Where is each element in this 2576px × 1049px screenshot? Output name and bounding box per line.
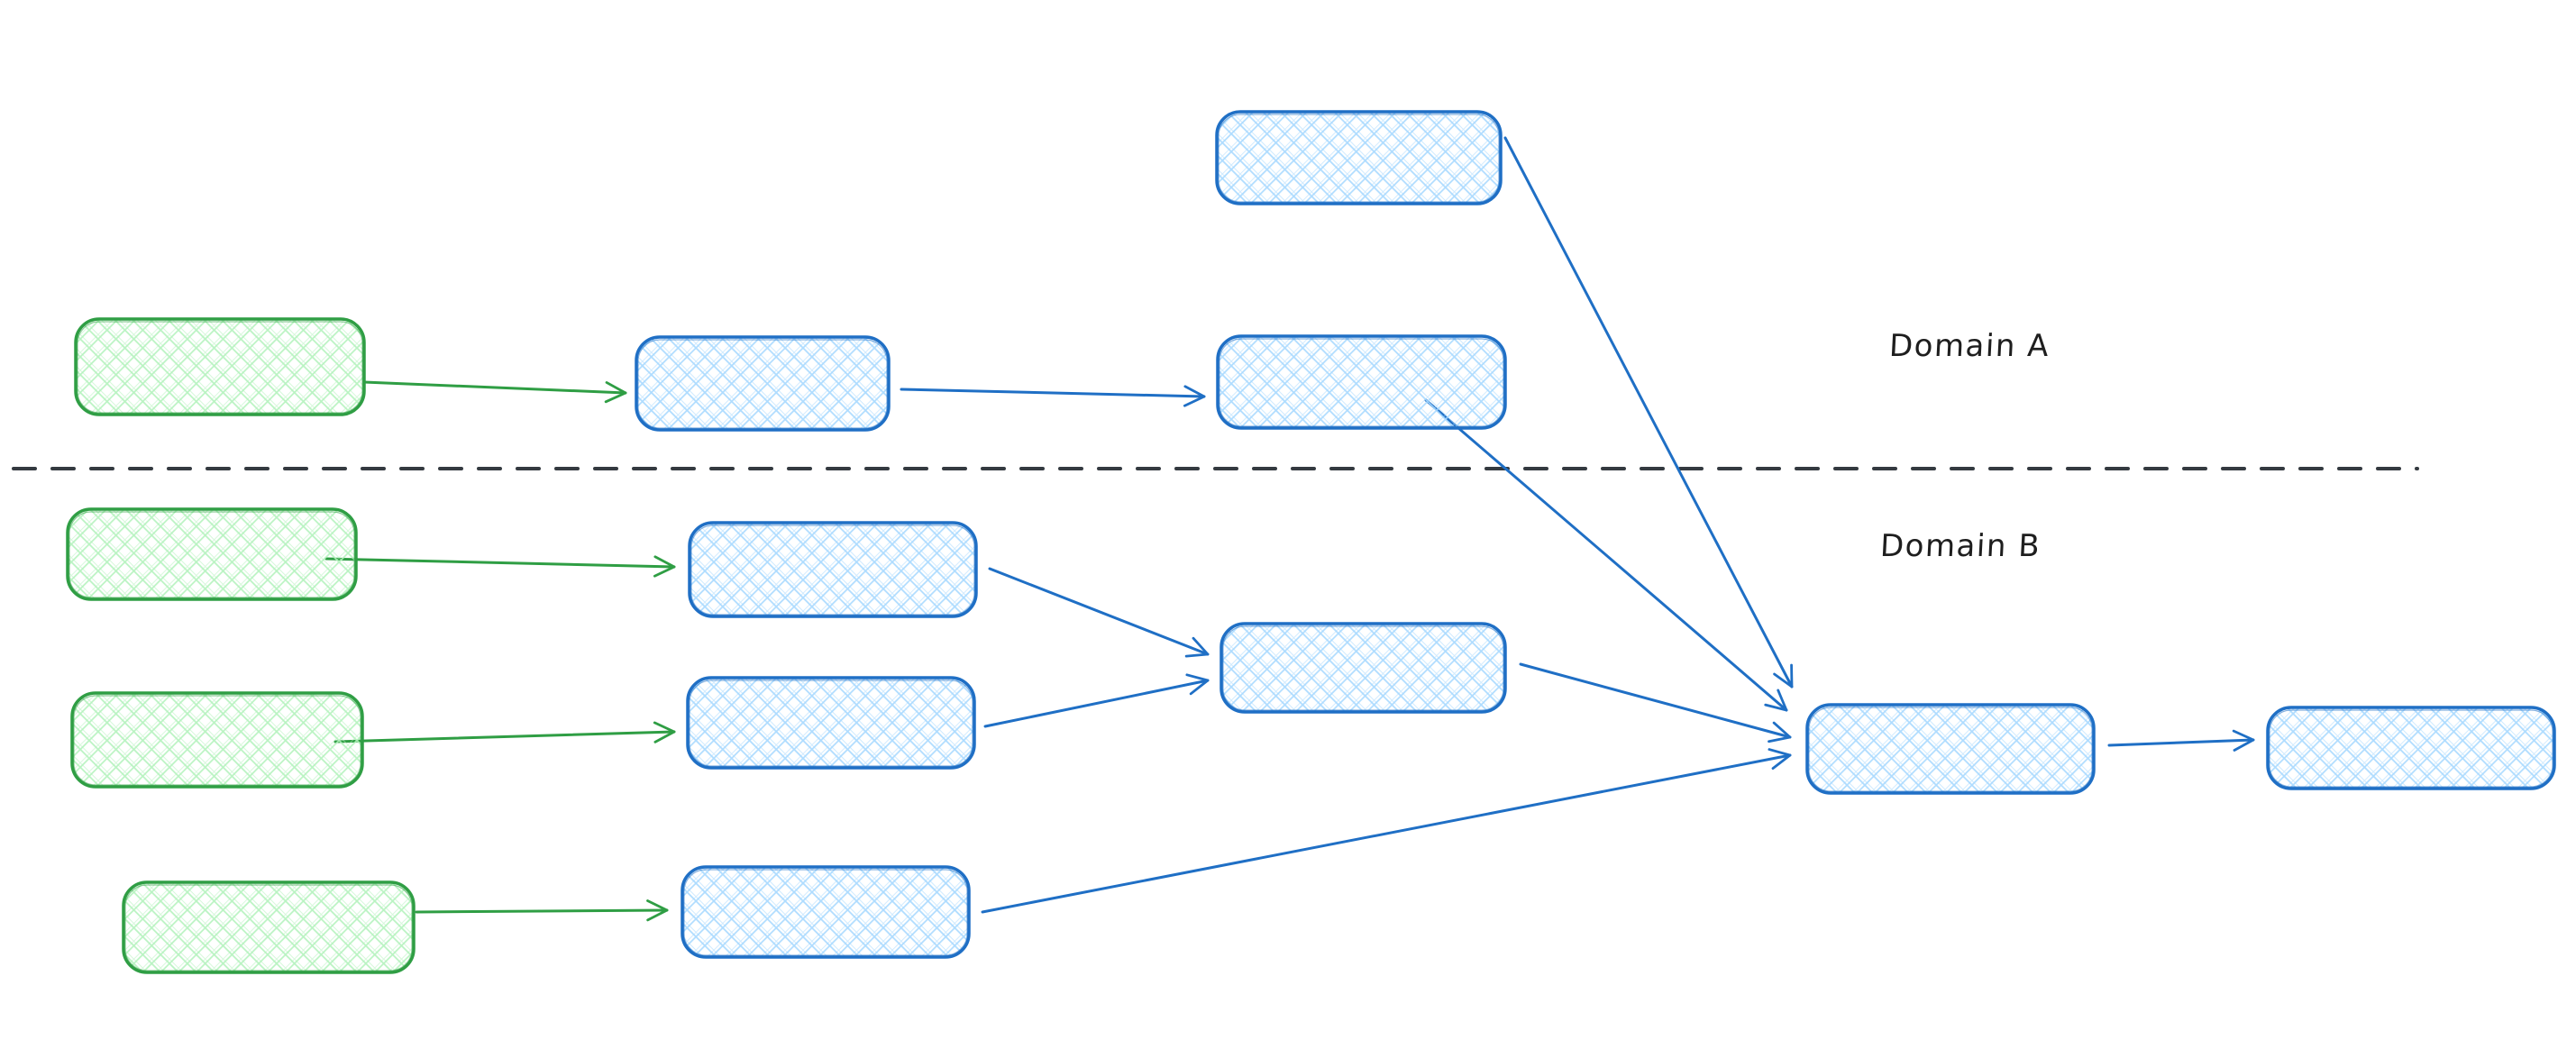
node-green-domain-b-1-shape [66, 507, 358, 601]
edge-blue-top-to-blue-convergence [1503, 136, 1794, 689]
node-green-domain-b-3-shape [122, 880, 416, 974]
node-green-domain-b-2-shape [70, 691, 364, 789]
edge-blue-b-merge-to-blue-convergence [1519, 662, 1792, 743]
node-blue-top-shape [1215, 110, 1503, 205]
node-green-domain-a [74, 317, 366, 416]
node-blue-b-1-shape [688, 521, 978, 618]
node-blue-b-1 [688, 521, 978, 618]
node-blue-b-3-shape [681, 865, 971, 959]
node-green-domain-a-overdraw [77, 321, 363, 414]
node-blue-convergence-shape [1805, 703, 2096, 795]
node-blue-a-2-shape [1216, 334, 1507, 430]
node-green-domain-b-3 [122, 880, 416, 974]
node-blue-b-3-overdraw [683, 869, 968, 956]
edge-green-domain-b-2-to-blue-b-2 [333, 721, 676, 743]
node-blue-b-2-overdraw [689, 680, 973, 767]
domain-a-label: Domain A [1887, 328, 2051, 364]
edge-blue-a-1-to-blue-a-2 [900, 385, 1206, 407]
node-green-domain-b-1 [66, 507, 358, 601]
domain-b-label: Domain B [1878, 528, 2042, 564]
node-blue-a-1-overdraw [637, 339, 888, 429]
edge-blue-convergence-to-blue-output [2107, 729, 2255, 752]
node-blue-b-merge [1219, 622, 1507, 714]
node-blue-b-2 [686, 676, 976, 770]
node-blue-convergence [1805, 703, 2096, 795]
node-blue-top-overdraw [1218, 114, 1500, 203]
node-blue-output [2266, 706, 2556, 790]
node-green-domain-b-1-overdraw [69, 511, 355, 598]
edge-blue-b-3-to-blue-convergence [981, 748, 1792, 914]
edge-blue-b-1-to-blue-b-merge [988, 567, 1210, 658]
node-blue-b-merge-shape [1219, 622, 1507, 714]
edge-green-domain-b-3-to-blue-b-3 [415, 899, 669, 922]
edge-blue-a-2-to-blue-convergence [1424, 398, 1788, 712]
edge-blue-b-2-to-blue-b-merge [983, 673, 1210, 728]
node-green-domain-a-shape [74, 317, 366, 416]
node-blue-b-3 [681, 865, 971, 959]
edge-green-domain-b-1-to-blue-b-1 [324, 555, 676, 578]
node-blue-convergence-overdraw [1808, 707, 2093, 792]
node-blue-top [1215, 110, 1503, 205]
edge-green-domain-a-to-blue-a-1 [362, 380, 627, 404]
node-blue-b-merge-overdraw [1222, 625, 1504, 711]
node-blue-a-1 [635, 335, 891, 432]
node-blue-output-shape [2266, 706, 2556, 790]
node-green-domain-b-2 [70, 691, 364, 789]
node-blue-output-overdraw [2269, 709, 2553, 788]
node-blue-a-1-shape [635, 335, 891, 432]
node-green-domain-b-2-overdraw [73, 695, 361, 786]
node-blue-a-2-overdraw [1219, 338, 1504, 427]
node-blue-b-1-overdraw [690, 524, 975, 616]
node-blue-b-2-shape [686, 676, 976, 770]
node-blue-a-2 [1216, 334, 1507, 430]
node-green-domain-b-3-overdraw [124, 884, 413, 971]
